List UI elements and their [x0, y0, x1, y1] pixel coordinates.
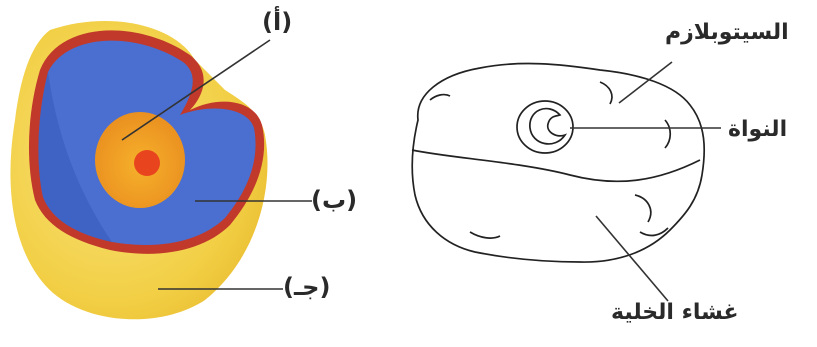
leader-line-membrane [595, 215, 669, 302]
label-b: (ب) [311, 186, 358, 214]
right-leader-lines [570, 61, 721, 302]
leader-line-a [121, 39, 271, 141]
nucleus-outer [516, 100, 574, 154]
cell-outline [411, 62, 706, 263]
label-a: (أ) [262, 8, 293, 36]
red-center [134, 150, 160, 176]
label-cell-membrane: غشاء الخلية [611, 300, 739, 325]
cell-fold-line [411, 149, 701, 183]
cell-wrinkle-3 [469, 231, 501, 239]
cell-wrinkle-1 [599, 81, 613, 105]
left-leader-lines [121, 39, 312, 290]
blue-shading [38, 72, 112, 242]
cell-wrinkle-2 [664, 119, 672, 149]
cell-3d-model [10, 21, 268, 320]
label-c: (جـ) [283, 273, 331, 301]
leader-line-cytoplasm [618, 61, 673, 104]
label-nucleus: النواة [728, 117, 788, 142]
cell-wrinkle-4 [639, 227, 669, 237]
label-cytoplasm: السيتوبلازم [665, 20, 789, 45]
cell-fold-detail [634, 194, 652, 223]
cell-drawing [411, 62, 706, 263]
nucleus-inner [529, 107, 568, 145]
cell-wrinkle-5 [429, 93, 451, 101]
